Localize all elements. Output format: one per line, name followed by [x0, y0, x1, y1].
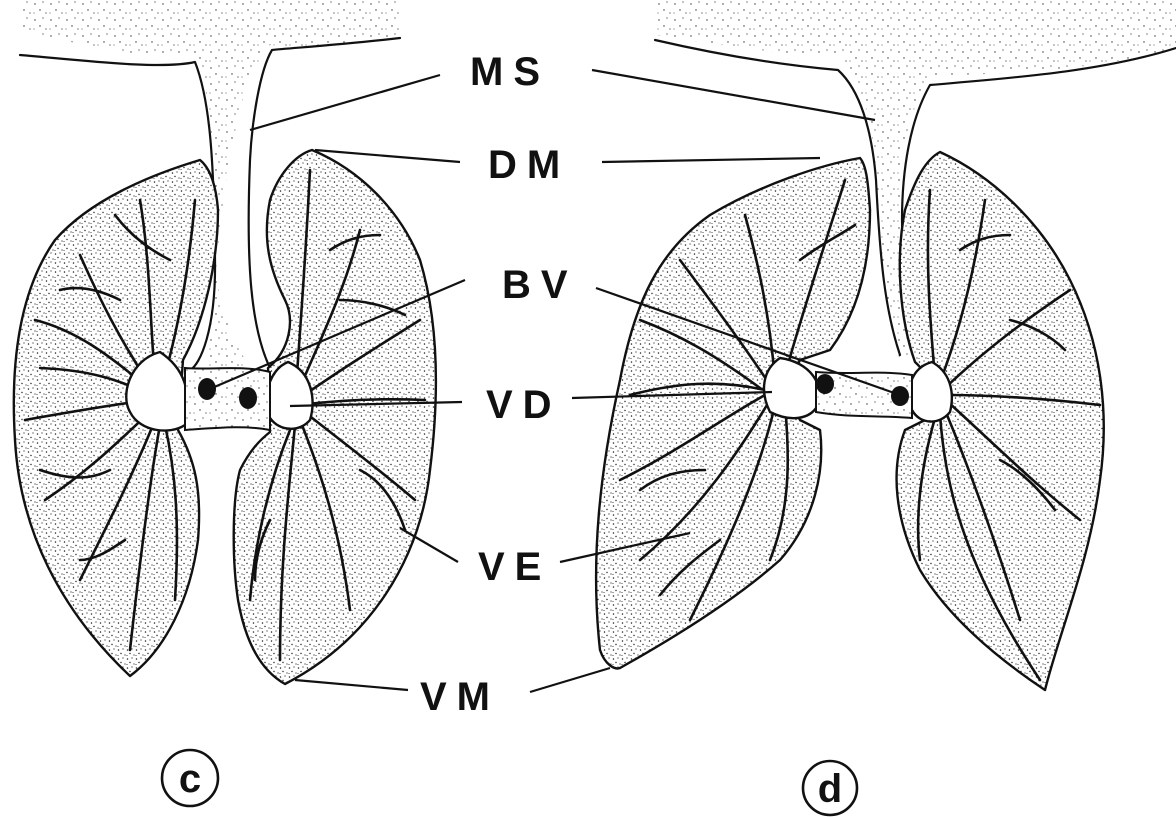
connecting-band-c: [185, 368, 270, 430]
vas-deferens-left-d: [764, 358, 820, 418]
label-ms: MS: [470, 50, 550, 94]
leader-ms-c: [250, 75, 440, 130]
blood-vessel-left-d: [816, 374, 834, 394]
blood-vessel-left-c: [198, 378, 216, 400]
leader-vm-c: [295, 680, 408, 690]
label-ve: VE: [478, 545, 551, 589]
leader-vm-d: [530, 668, 610, 692]
panel-c: [14, 0, 436, 684]
panel-letter-c-group: c: [162, 750, 218, 806]
panel-letter-c: c: [179, 757, 201, 801]
label-dm: DM: [488, 143, 570, 187]
label-bv: BV: [502, 263, 578, 307]
panel-d: [596, 0, 1176, 690]
panel-letter-d-group: d: [803, 761, 857, 815]
blood-vessel-right-d: [891, 386, 909, 406]
leader-dm-d: [602, 158, 820, 162]
blood-vessel-right-c: [239, 387, 257, 409]
panel-letter-d: d: [818, 767, 842, 811]
labels: MS DM BV VD VE VM: [420, 50, 578, 719]
label-vd: VD: [486, 383, 562, 427]
leader-dm-c: [315, 150, 460, 162]
label-vm: VM: [420, 675, 500, 719]
leader-ms-d: [592, 70, 875, 120]
